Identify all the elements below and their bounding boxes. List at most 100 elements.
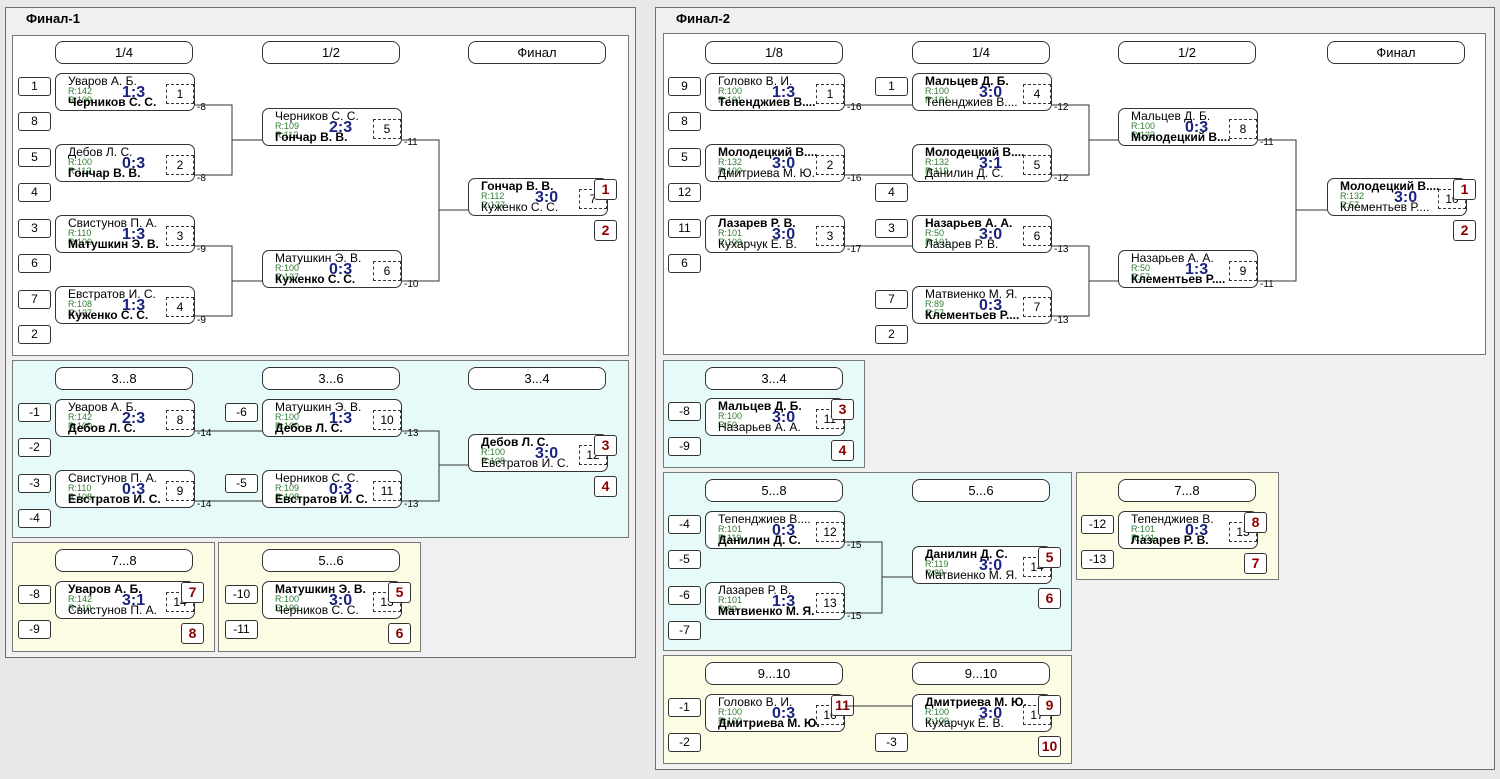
player-1-name: Головко В. И. bbox=[718, 695, 793, 709]
player-2-name: Назарьев А. А. bbox=[718, 420, 801, 434]
loser-destination: -10 bbox=[404, 279, 419, 290]
player-1-name: Матвиенко М. Я. bbox=[925, 287, 1018, 301]
player-1-rating: R:50 bbox=[1131, 263, 1151, 273]
match-score: 3:0 bbox=[979, 557, 1003, 574]
player-1-name: Черников С. С. bbox=[275, 109, 359, 123]
match-score: 0:3 bbox=[1185, 522, 1209, 539]
player-1-name: Мальцев Д. Б. bbox=[1131, 109, 1211, 123]
match-score: 1:3 bbox=[122, 226, 146, 243]
seed-box: 12 bbox=[668, 183, 701, 202]
round-header: 5...6 bbox=[912, 479, 1050, 502]
round-header: 7...8 bbox=[1118, 479, 1256, 502]
player-2-name: Матвиенко М. Я. bbox=[718, 604, 815, 618]
player-1-name: Матушкин Э. В. bbox=[275, 582, 366, 596]
player-2-rating: R:50 bbox=[718, 420, 738, 430]
player-1-rating: R:110 bbox=[68, 228, 92, 238]
match-score: 3:0 bbox=[979, 226, 1003, 243]
match-score: 0:3 bbox=[979, 297, 1003, 314]
player-1-name: Тепенджиев В. bbox=[1131, 512, 1214, 526]
seed-box: 5 bbox=[18, 148, 51, 167]
player-1-rating: R:50 bbox=[925, 228, 945, 238]
player-1-name: Свистунов П. А. bbox=[68, 471, 158, 485]
seed-box: 5 bbox=[668, 148, 701, 167]
seed-box: 6 bbox=[18, 254, 51, 273]
match-score: 1:3 bbox=[122, 297, 146, 314]
match-number: 1 bbox=[816, 84, 844, 104]
player-1-name: Молодецкий В.... bbox=[1340, 179, 1440, 193]
match-score: 0:3 bbox=[1185, 119, 1209, 136]
player-2-rating: R:108 bbox=[68, 492, 93, 502]
player-1-rating: R:108 bbox=[68, 299, 93, 309]
player-1-name: Назарьев А. А. bbox=[925, 216, 1013, 230]
match-number: 2 bbox=[166, 155, 194, 175]
match-number: 9 bbox=[166, 481, 194, 501]
seed-box: -3 bbox=[18, 474, 51, 493]
loser-destination: -14 bbox=[197, 499, 212, 510]
player-1-rating: R:100 bbox=[925, 707, 950, 717]
player-2-rating: R:101 bbox=[1131, 533, 1156, 543]
loser-destination: -14 bbox=[197, 428, 212, 439]
match-score: 0:3 bbox=[122, 155, 146, 172]
round-header: 3...4 bbox=[468, 367, 606, 390]
player-1-name: Молодецкий В.... bbox=[718, 145, 818, 159]
player-1-rating: R:142 bbox=[68, 86, 93, 96]
match-number: 4 bbox=[166, 297, 194, 317]
match-score: 3:0 bbox=[979, 705, 1003, 722]
player-2-name: Кухарчук Е. В. bbox=[925, 716, 1004, 730]
match-score: 3:0 bbox=[1394, 189, 1418, 206]
seed-box: 1 bbox=[18, 77, 51, 96]
place-badge: 3 bbox=[831, 399, 854, 420]
player-2-name: Черников С. С. bbox=[68, 95, 157, 109]
player-2-name: Клементьев Р.... bbox=[925, 308, 1020, 322]
round-header: 1/2 bbox=[1118, 41, 1256, 64]
player-1-rating: R:100 bbox=[275, 263, 300, 273]
player-1-rating: R:109 bbox=[275, 483, 300, 493]
player-2-rating: R:101 bbox=[925, 237, 950, 247]
player-1-rating: R:100 bbox=[718, 707, 743, 717]
player-1-rating: R:100 bbox=[481, 447, 506, 457]
match-score: 3:1 bbox=[979, 155, 1003, 172]
seed-box: -10 bbox=[225, 585, 258, 604]
player-1-name: Евстратов И. С. bbox=[68, 287, 156, 301]
place-badge: 6 bbox=[1038, 588, 1061, 609]
seed-box: 3 bbox=[875, 219, 908, 238]
loser-destination: -16 bbox=[847, 173, 862, 184]
player-2-rating: R:100 bbox=[68, 237, 93, 247]
match-number: 11 bbox=[373, 481, 401, 501]
player-2-rating: R:89 bbox=[718, 604, 738, 614]
place-badge: 8 bbox=[1244, 512, 1267, 533]
player-1-rating: R:142 bbox=[68, 412, 93, 422]
player-2-rating: R:100 bbox=[275, 421, 300, 431]
